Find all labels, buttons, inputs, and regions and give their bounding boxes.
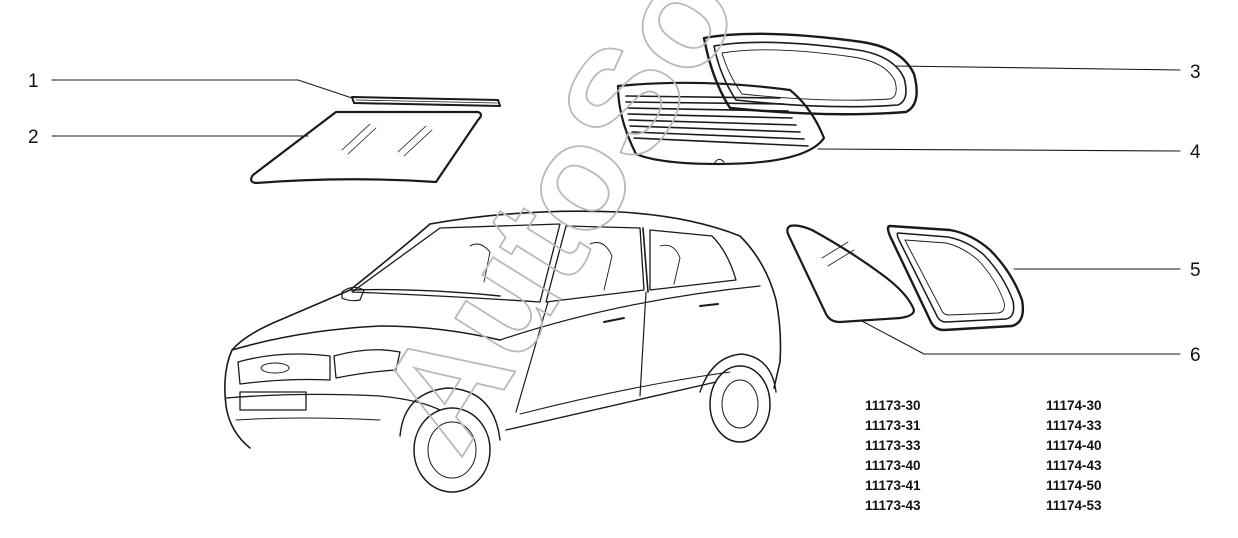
callout-5: 5 (1190, 260, 1201, 281)
callout-4: 4 (1190, 142, 1201, 163)
callout-6: 6 (1190, 345, 1201, 366)
callout-3: 3 (1190, 62, 1201, 83)
part-4-rear-window (616, 81, 826, 166)
car-illustration (224, 210, 782, 493)
model-code: 11174-53 (1046, 498, 1102, 513)
model-code: 11174-40 (1046, 438, 1102, 453)
part-3-rear-window-seal (702, 32, 918, 116)
model-code: 11173-33 (865, 438, 921, 453)
model-code: 11174-50 (1046, 478, 1102, 493)
part-6-quarter-glass (786, 224, 916, 324)
model-code: 11173-30 (865, 398, 921, 413)
model-code: 11173-41 (865, 478, 921, 493)
model-code: 11174-33 (1046, 418, 1102, 433)
model-code: 11173-40 (865, 458, 921, 473)
callout-2: 2 (28, 127, 39, 148)
model-code: 11174-30 (1046, 398, 1102, 413)
part-1-moulding (351, 96, 501, 107)
model-code: 11173-31 (865, 418, 921, 433)
leader-lines (51, 65, 1181, 355)
model-code: 11174-43 (1046, 458, 1102, 473)
callout-1: 1 (28, 71, 39, 92)
part-5-quarter-glass-seal (886, 224, 1025, 332)
model-codes-left: 11173-30 11173-31 11173-33 11173-40 1117… (865, 396, 921, 516)
part-2-windshield (249, 110, 483, 185)
watermark: AutoSoft (345, 0, 823, 477)
model-codes-right: 11174-30 11174-33 11174-40 11174-43 1117… (1046, 396, 1102, 516)
model-code: 11173-43 (865, 498, 921, 513)
